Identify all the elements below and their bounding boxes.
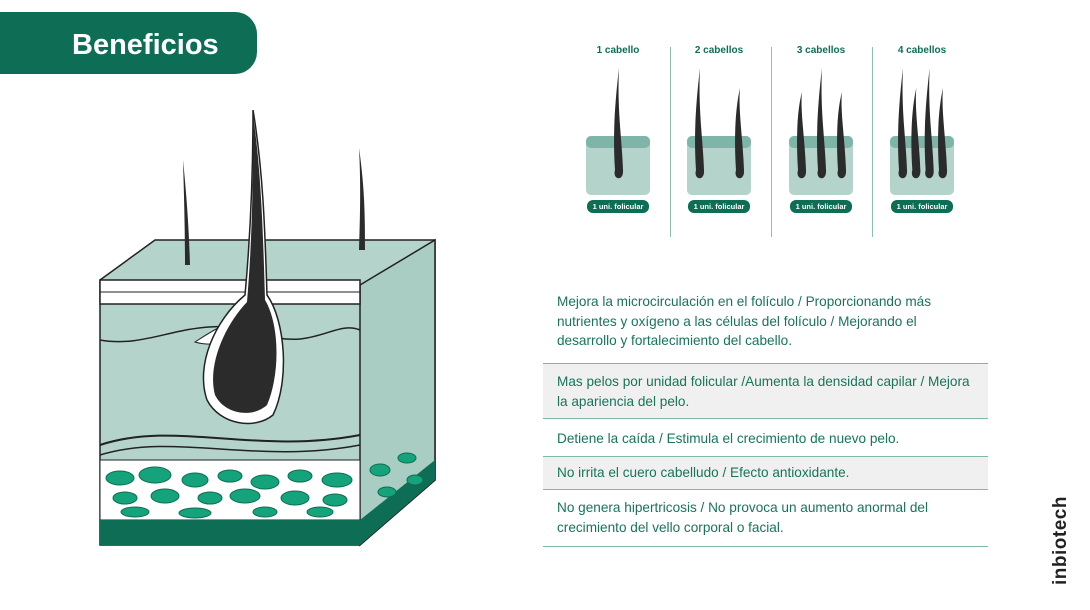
benefit-row: No genera hipertricosis / No provoca un … [543, 490, 988, 547]
skin-cross-section-illustration [99, 110, 436, 547]
benefits-list: Mejora la microcirculación en el folícul… [543, 288, 988, 547]
follicle-diagram-3: 3 cabellos 1 uni. folicular [771, 45, 871, 214]
follicular-unit-badge: 1 uni. folicular [789, 200, 853, 213]
follicle-icon [586, 68, 650, 195]
column-divider [872, 47, 873, 237]
column-divider [670, 47, 671, 237]
follicular-unit-badge: 1 uni. folicular [687, 200, 751, 213]
follicle-label: 2 cabellos [694, 45, 744, 56]
benefit-row: Mejora la microcirculación en el folícul… [543, 288, 988, 364]
brand-logo: inbiotech [1050, 496, 1071, 585]
follicular-unit-badge: 1 uni. folicular [586, 200, 650, 213]
follicle-label: 1 cabello [596, 45, 640, 56]
benefit-row: Detiene la caída / Estimula el crecimien… [543, 419, 988, 457]
follicle-label: 3 cabellos [796, 45, 846, 56]
follicle-diagram-4: 4 cabellos 1 uni. folicular [872, 45, 972, 214]
benefit-row: No irrita el cuero cabelludo / Efecto an… [543, 457, 988, 490]
follicle-diagram-1: 1 cabello 1 uni. folicular [568, 45, 668, 214]
page-title: Beneficios [0, 12, 257, 74]
column-divider [771, 47, 772, 237]
follicle-icon [890, 68, 954, 195]
benefit-row: Mas pelos por unidad folicular /Aumenta … [543, 364, 988, 419]
follicle-icon [789, 68, 853, 195]
follicle-diagram-2: 2 cabellos 1 uni. folicular [669, 45, 769, 214]
follicle-icon [687, 68, 751, 195]
follicle-label: 4 cabellos [897, 45, 947, 56]
follicular-unit-badge: 1 uni. folicular [890, 200, 954, 213]
